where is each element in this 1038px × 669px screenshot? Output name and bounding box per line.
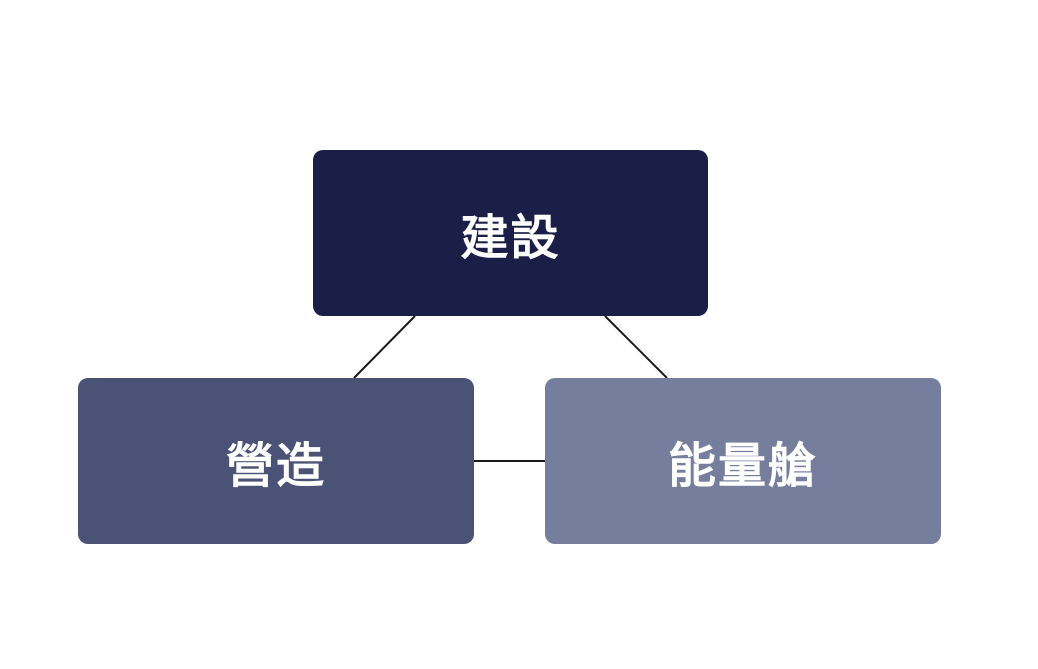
edge-top-right [604, 315, 668, 379]
edge-top-left [353, 315, 416, 379]
node-left: 營造 [78, 378, 474, 544]
node-top: 建設 [313, 150, 708, 316]
node-right: 能量艙 [545, 378, 941, 544]
